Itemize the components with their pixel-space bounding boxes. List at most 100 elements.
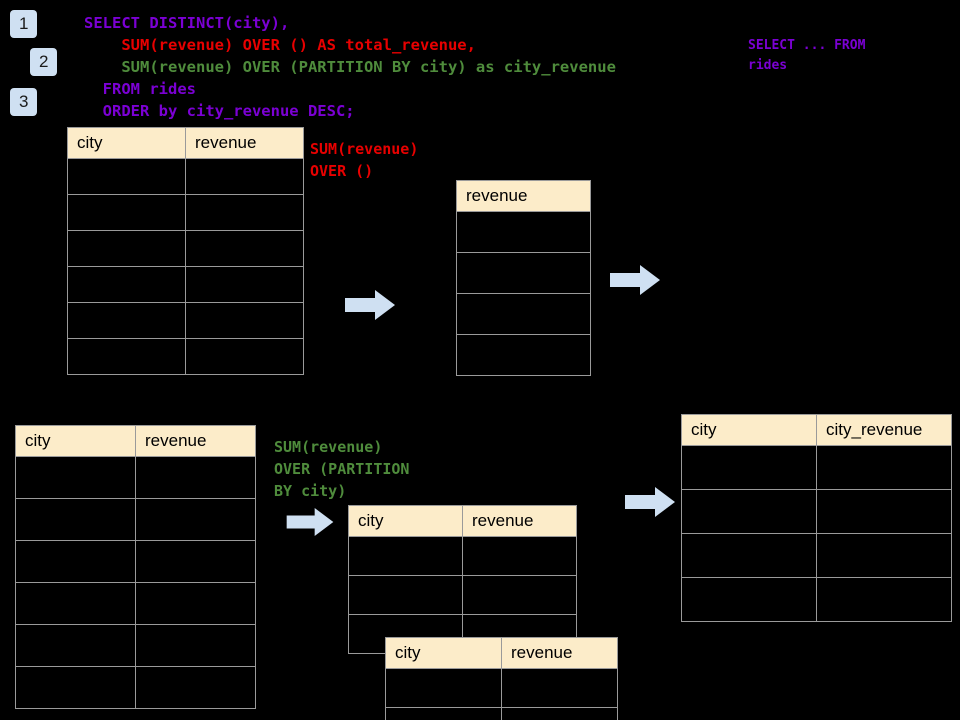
step-badge-3: 3 [10, 88, 38, 116]
table-row [456, 252, 591, 294]
table-cell [816, 533, 952, 578]
table-cell [15, 666, 136, 709]
column-header-city: city [385, 637, 502, 669]
table-row [456, 211, 591, 253]
table-cell [681, 533, 817, 578]
column-header-revenue: revenue [456, 180, 591, 212]
table-cell [456, 334, 591, 376]
table-header-row: city city_revenue [681, 414, 952, 446]
table-cell [501, 668, 618, 708]
table-row [67, 266, 304, 303]
table-cell [456, 293, 591, 335]
table-cell [135, 498, 256, 541]
table-row [15, 582, 256, 625]
column-header-revenue: revenue [185, 127, 304, 159]
table-cell [348, 536, 463, 576]
column-header-revenue: revenue [501, 637, 618, 669]
table-cell [816, 577, 952, 622]
arrow-source-to-total [345, 290, 395, 320]
table-header-row: revenue [456, 180, 591, 212]
table-cell [185, 158, 304, 195]
table-cell [385, 668, 502, 708]
total-revenue-table: revenue [456, 180, 591, 376]
column-header-city: city [681, 414, 817, 446]
table-header-row: city revenue [15, 425, 256, 457]
table-cell [15, 456, 136, 499]
table-row [15, 540, 256, 583]
column-header-revenue: revenue [135, 425, 256, 457]
table-cell [67, 338, 186, 375]
table-cell [348, 575, 463, 615]
sql-line-total-revenue: SUM(revenue) OVER () AS total_revenue, [84, 36, 476, 54]
arrow-partition-to-result [625, 487, 675, 517]
table-cell [15, 624, 136, 667]
table-row [385, 707, 618, 720]
partition-group-table-back: city revenue [348, 505, 577, 654]
table-row [67, 158, 304, 195]
table-cell [135, 666, 256, 709]
table-row [681, 533, 952, 578]
table-row [456, 293, 591, 335]
table-cell [15, 582, 136, 625]
result-table: city city_revenue [681, 414, 952, 622]
table-cell [816, 445, 952, 490]
side-note-select-from-rides: SELECT ... FROM rides [748, 38, 866, 73]
table-cell [816, 489, 952, 534]
annotation-sum-over-partition: SUM(revenue) OVER (PARTITION BY city) [274, 438, 410, 500]
table-cell [462, 575, 577, 615]
table-cell [135, 582, 256, 625]
table-row [681, 577, 952, 622]
table-cell [15, 540, 136, 583]
table-cell [456, 252, 591, 294]
table-row [15, 498, 256, 541]
table-row [385, 668, 618, 708]
table-header-row: city revenue [348, 505, 577, 537]
table-cell [67, 302, 186, 339]
column-header-city: city [67, 127, 186, 159]
table-cell [67, 266, 186, 303]
table-cell [135, 540, 256, 583]
column-header-city: city [348, 505, 463, 537]
table-row [681, 489, 952, 534]
rides-source-table-top: city revenue [67, 127, 304, 375]
table-row [348, 536, 577, 576]
table-cell [67, 194, 186, 231]
arrow-source-to-partition [286, 508, 334, 536]
rides-source-table-bottom: city revenue [15, 425, 256, 709]
table-row [15, 666, 256, 709]
table-row [15, 624, 256, 667]
table-cell [385, 707, 502, 720]
table-cell [15, 498, 136, 541]
table-cell [185, 266, 304, 303]
table-header-row: city revenue [385, 637, 618, 669]
table-row [67, 194, 304, 231]
table-cell [456, 211, 591, 253]
column-header-revenue: revenue [462, 505, 577, 537]
table-row [15, 456, 256, 499]
table-row [681, 445, 952, 490]
table-cell [681, 445, 817, 490]
table-cell [135, 624, 256, 667]
table-cell [135, 456, 256, 499]
table-row [348, 575, 577, 615]
table-row [67, 338, 304, 375]
table-cell [67, 158, 186, 195]
table-row [456, 334, 591, 376]
partition-group-table-front: city revenue [385, 637, 618, 720]
annotation-sum-over-empty: SUM(revenue) OVER () [310, 140, 419, 180]
table-cell [185, 194, 304, 231]
table-cell [501, 707, 618, 720]
table-header-row: city revenue [67, 127, 304, 159]
sql-line-city-revenue: SUM(revenue) OVER (PARTITION BY city) as… [84, 58, 616, 76]
table-row [67, 302, 304, 339]
table-cell [462, 536, 577, 576]
table-cell [185, 338, 304, 375]
sql-line-select-distinct: SELECT DISTINCT(city), [84, 14, 290, 32]
column-header-city: city [15, 425, 136, 457]
arrow-total-to-result [610, 265, 660, 295]
column-header-city-revenue: city_revenue [816, 414, 952, 446]
sql-line-order-by: ORDER by city_revenue DESC; [84, 102, 355, 120]
table-cell [185, 230, 304, 267]
table-cell [185, 302, 304, 339]
